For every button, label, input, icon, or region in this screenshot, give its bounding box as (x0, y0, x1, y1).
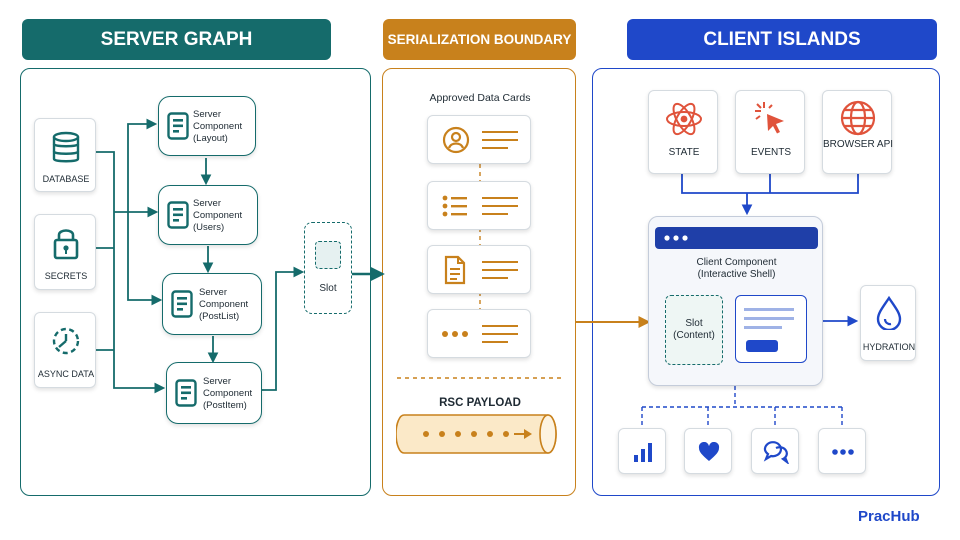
component-file-icon (171, 290, 193, 318)
database-label: DATABASE (42, 174, 90, 184)
data-card-user (427, 115, 531, 164)
state-label: STATE (668, 147, 700, 158)
browser-api-label: BROWSER API (823, 139, 894, 150)
lock-icon (53, 229, 79, 260)
async-data-label: ASYNC DATA (37, 369, 95, 379)
island-chart (618, 428, 666, 474)
async-clock-icon (52, 327, 80, 355)
window-dots-icon (664, 235, 688, 241)
component-line3: (Layout) (193, 133, 228, 144)
interactive-panel (735, 295, 807, 363)
slot-label: Slot (319, 283, 337, 294)
component-line3: (PostList) (199, 311, 240, 322)
client-component-title: Client Component (696, 257, 777, 268)
island-more (818, 428, 866, 474)
server-component-postitem: Server Component (PostItem) (166, 362, 262, 424)
component-line1: Server (193, 198, 221, 209)
server-component-users: Server Component (Users) (158, 185, 258, 245)
boundary-header: SERIALIZATION BOUNDARY (383, 19, 576, 60)
rsc-payload-label: RSC PAYLOAD (439, 397, 521, 409)
server-component-layout: Server Component (Layout) (158, 96, 256, 156)
globe-icon (840, 100, 876, 136)
slot-placeholder (315, 241, 341, 269)
database-icon (52, 131, 80, 163)
client-header: CLIENT ISLANDS (627, 19, 937, 60)
client-component-window: Client Component (Interactive Shell) Slo… (648, 216, 823, 386)
boundary-title: SERIALIZATION BOUNDARY (387, 32, 572, 47)
component-file-icon (167, 201, 189, 229)
data-card-list (427, 181, 531, 230)
component-line1: Server (193, 109, 221, 120)
component-file-icon (175, 379, 197, 407)
chat-bubbles-icon (763, 441, 789, 464)
island-heart (684, 428, 732, 474)
rsc-payload-pipe (396, 414, 557, 454)
database-source-card: DATABASE (34, 118, 96, 192)
component-line1: Server (203, 376, 231, 387)
hydration-card: HYDRATION (860, 285, 916, 361)
events-card: EVENTS (735, 90, 805, 174)
react-atom-icon (666, 102, 702, 136)
data-card-more (427, 309, 531, 358)
component-line2: Component (193, 210, 243, 221)
client-slot: Slot (Content) (665, 295, 723, 365)
component-line2: Component (203, 388, 253, 399)
brand-logo: PracHub (858, 508, 920, 525)
secrets-label: SECRETS (44, 271, 88, 281)
window-title-bar (655, 227, 818, 249)
component-file-icon (167, 112, 189, 140)
server-graph-header: SERVER GRAPH (22, 19, 331, 60)
heart-icon (698, 442, 720, 461)
more-dots-icon (442, 331, 468, 337)
client-title: CLIENT ISLANDS (703, 28, 861, 50)
user-avatar-icon (442, 126, 470, 154)
client-slot-sublabel: (Content) (673, 330, 715, 341)
hydration-label: HYDRATION (862, 342, 916, 352)
secrets-source-card: SECRETS (34, 214, 96, 290)
document-icon (444, 255, 466, 285)
component-line2: Component (199, 299, 249, 310)
island-chat (751, 428, 799, 474)
server-slot: Slot (304, 222, 352, 314)
state-card: STATE (648, 90, 718, 174)
events-label: EVENTS (750, 147, 791, 158)
component-line1: Server (199, 287, 227, 298)
server-component-postlist: Server Component (PostList) (162, 273, 262, 335)
component-line2: Component (193, 121, 243, 132)
more-dots-icon (832, 449, 854, 455)
component-line3: (Users) (193, 222, 225, 233)
component-line3: (PostItem) (203, 400, 247, 411)
data-card-document (427, 245, 531, 294)
water-drop-icon (876, 296, 902, 330)
bar-chart-icon (634, 443, 652, 462)
approved-cards-title: Approved Data Cards (429, 92, 531, 104)
client-component-subtitle: (Interactive Shell) (697, 269, 776, 280)
interactive-button[interactable] (746, 340, 778, 352)
list-icon (442, 195, 467, 217)
client-slot-label: Slot (685, 318, 703, 329)
async-data-source-card: ASYNC DATA (34, 312, 96, 388)
server-graph-title: SERVER GRAPH (100, 28, 253, 50)
browser-api-card: BROWSER API (822, 90, 894, 174)
cursor-click-icon (755, 102, 784, 134)
